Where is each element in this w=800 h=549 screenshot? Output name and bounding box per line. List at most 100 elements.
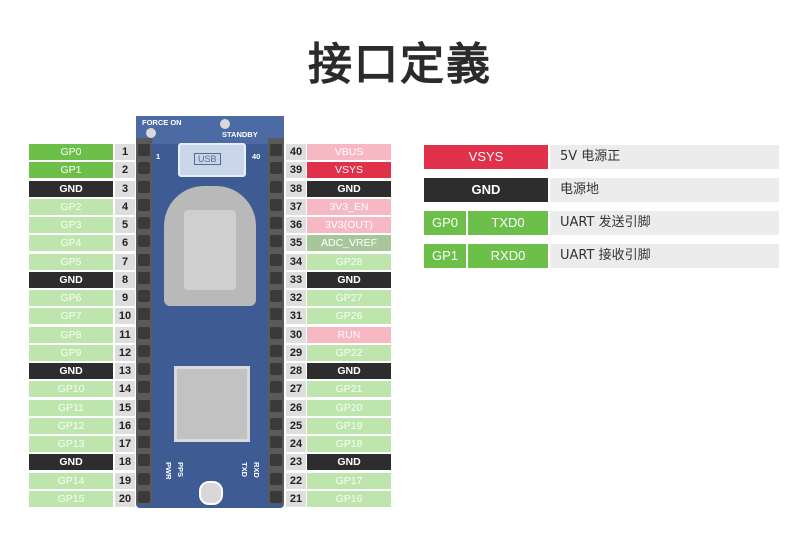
- header-pin-icon: [138, 144, 150, 156]
- antenna-connector-icon: [199, 481, 223, 505]
- pin-number: 22: [286, 473, 306, 489]
- pin-label: GP10: [29, 381, 113, 397]
- pin-number: 24: [286, 436, 306, 452]
- pin-number: 14: [115, 381, 135, 397]
- txd-led-label: TXD: [240, 462, 249, 477]
- pin-label: GP9: [29, 345, 113, 361]
- header-pin-icon: [270, 418, 282, 430]
- legend-pill-gp1: GP1: [424, 244, 466, 268]
- header-pin-icon: [138, 363, 150, 375]
- pin-label: GP7: [29, 308, 113, 324]
- pin-label: GP0: [29, 144, 113, 160]
- pin-label: GP6: [29, 290, 113, 306]
- pin-number: 36: [286, 217, 306, 233]
- header-pin-icon: [138, 290, 150, 302]
- legend-pill-gnd: GND: [424, 178, 548, 202]
- pin-label: RUN: [307, 327, 391, 343]
- pin-number: 20: [115, 491, 135, 507]
- header-pin-icon: [138, 436, 150, 448]
- pin-number: 28: [286, 363, 306, 379]
- header-pin-icon: [138, 199, 150, 211]
- pps-led-label: PPS: [176, 462, 185, 478]
- header-pin-icon: [270, 345, 282, 357]
- standby-switch-icon: [220, 119, 230, 129]
- header-pin-icon: [270, 181, 282, 193]
- force-on-label: FORCE ON: [142, 118, 182, 127]
- standby-label: STANDBY: [222, 130, 258, 139]
- legend-row-gnd: GND 电源地: [424, 178, 779, 202]
- pin-label: GND: [307, 181, 391, 197]
- pin-number: 7: [115, 254, 135, 270]
- rxd-led-label: RXD: [252, 462, 261, 478]
- pin-number: 34: [286, 254, 306, 270]
- pin-number: 26: [286, 400, 306, 416]
- pin-number: 16: [115, 418, 135, 434]
- pin-number: 12: [115, 345, 135, 361]
- usb-label: USB: [194, 153, 221, 165]
- pin-number: 5: [115, 217, 135, 233]
- pin-label: GP22: [307, 345, 391, 361]
- pin-number: 3: [115, 181, 135, 197]
- pin-number: 21: [286, 491, 306, 507]
- page-title: 接口定義: [308, 39, 492, 90]
- battery-slot: [184, 210, 236, 290]
- pin-number: 15: [115, 400, 135, 416]
- legend-pill-vsys: VSYS: [424, 145, 548, 169]
- pin-label: 3V3(OUT): [307, 217, 391, 233]
- pin-number: 29: [286, 345, 306, 361]
- header-pin-icon: [270, 199, 282, 211]
- pin-label: GND: [307, 272, 391, 288]
- pin-index-left: 1: [156, 152, 161, 161]
- pin-label: GP1: [29, 162, 113, 178]
- legend-desc-txd: UART 发送引脚: [550, 211, 779, 235]
- pin-label: GND: [29, 181, 113, 197]
- legend-row-vsys: VSYS 5V 电源正: [424, 145, 779, 169]
- pin-label: GP11: [29, 400, 113, 416]
- pin-number: 11: [115, 327, 135, 343]
- pin-label: GP14: [29, 473, 113, 489]
- pin-label: GP27: [307, 290, 391, 306]
- header-pin-icon: [138, 254, 150, 266]
- right-header-pins: [268, 138, 284, 504]
- header-pin-icon: [270, 272, 282, 284]
- pico-gps-board: FORCE ON STANDBY 1 40 USB PWR PPS TXD RX…: [136, 116, 284, 508]
- board-top-strip: [136, 116, 284, 144]
- legend-desc-gnd: 电源地: [550, 178, 779, 202]
- pin-number: 33: [286, 272, 306, 288]
- gps-module-icon: [174, 366, 250, 442]
- pin-label: GP16: [307, 491, 391, 507]
- header-pin-icon: [138, 181, 150, 193]
- header-pin-icon: [270, 327, 282, 339]
- pin-label: GP17: [307, 473, 391, 489]
- header-pin-icon: [138, 454, 150, 466]
- pin-label: GND: [29, 363, 113, 379]
- pin-number: 31: [286, 308, 306, 324]
- pin-number: 37: [286, 199, 306, 215]
- pin-number: 19: [115, 473, 135, 489]
- pin-number: 1: [115, 144, 135, 160]
- header-pin-icon: [270, 363, 282, 375]
- header-pin-icon: [270, 308, 282, 320]
- pin-number: 30: [286, 327, 306, 343]
- pin-label: GP5: [29, 254, 113, 270]
- pin-label: GP4: [29, 235, 113, 251]
- pin-label: GND: [307, 454, 391, 470]
- header-pin-icon: [138, 381, 150, 393]
- legend-desc-rxd: UART 接收引脚: [550, 244, 779, 268]
- legend-desc-vsys: 5V 电源正: [550, 145, 779, 169]
- header-pin-icon: [138, 272, 150, 284]
- header-pin-icon: [270, 454, 282, 466]
- pin-number: 39: [286, 162, 306, 178]
- pin-number: 38: [286, 181, 306, 197]
- pin-label: GP28: [307, 254, 391, 270]
- battery-holder-icon: [164, 186, 256, 306]
- header-pin-icon: [138, 327, 150, 339]
- pin-number: 32: [286, 290, 306, 306]
- header-pin-icon: [270, 473, 282, 485]
- pin-label: 3V3_EN: [307, 199, 391, 215]
- header-pin-icon: [270, 400, 282, 412]
- pin-label: GP13: [29, 436, 113, 452]
- pin-label: GND: [29, 454, 113, 470]
- header-pin-icon: [270, 144, 282, 156]
- header-pin-icon: [138, 217, 150, 229]
